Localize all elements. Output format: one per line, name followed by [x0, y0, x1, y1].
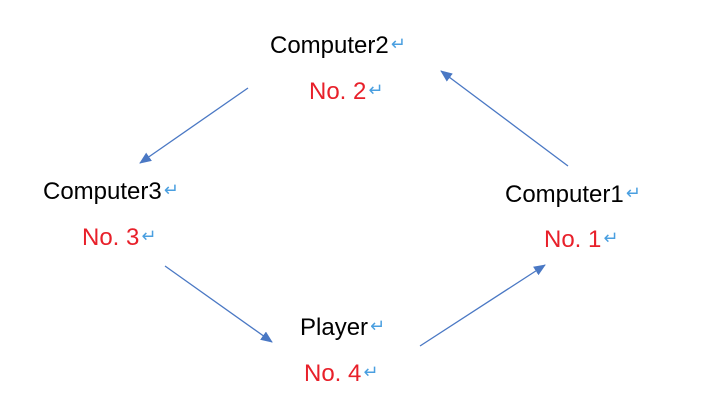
computer2-label: Computer2	[270, 32, 389, 59]
computer2-rank-label: No. 2	[309, 78, 367, 105]
computer1-rank-label: No. 1	[544, 226, 602, 253]
return-mark-icon: ↵	[368, 80, 384, 101]
computer1-label: Computer1	[505, 181, 624, 208]
return-mark-icon: ↵	[141, 226, 157, 247]
return-mark-icon: ↵	[603, 228, 619, 249]
return-mark-icon: ↵	[363, 362, 379, 383]
node-player-name: Player↵	[300, 313, 385, 342]
arrow-computer2-to-computer3	[139, 87, 249, 164]
return-mark-icon: ↵	[390, 34, 406, 55]
computer3-label: Computer3	[43, 178, 162, 205]
node-computer3-rank: No. 3↵	[82, 223, 156, 252]
computer3-rank-label: No. 3	[82, 224, 140, 251]
arrow-computer3-to-player	[164, 265, 273, 343]
node-computer3-name: Computer3↵	[43, 177, 179, 206]
node-computer2-rank: No. 2↵	[309, 77, 383, 106]
node-player-rank: No. 4↵	[304, 359, 378, 388]
arrow-player-to-computer1	[419, 264, 546, 347]
player-rank-label: No. 4	[304, 360, 362, 387]
node-computer2-name: Computer2↵	[270, 31, 406, 60]
node-computer1-rank: No. 1↵	[544, 225, 618, 254]
arrow-computer1-to-computer2	[440, 70, 569, 167]
return-mark-icon: ↵	[163, 180, 179, 201]
node-computer1-name: Computer1↵	[505, 180, 641, 209]
return-mark-icon: ↵	[370, 316, 386, 337]
return-mark-icon: ↵	[625, 183, 641, 204]
player-label: Player	[300, 314, 369, 341]
